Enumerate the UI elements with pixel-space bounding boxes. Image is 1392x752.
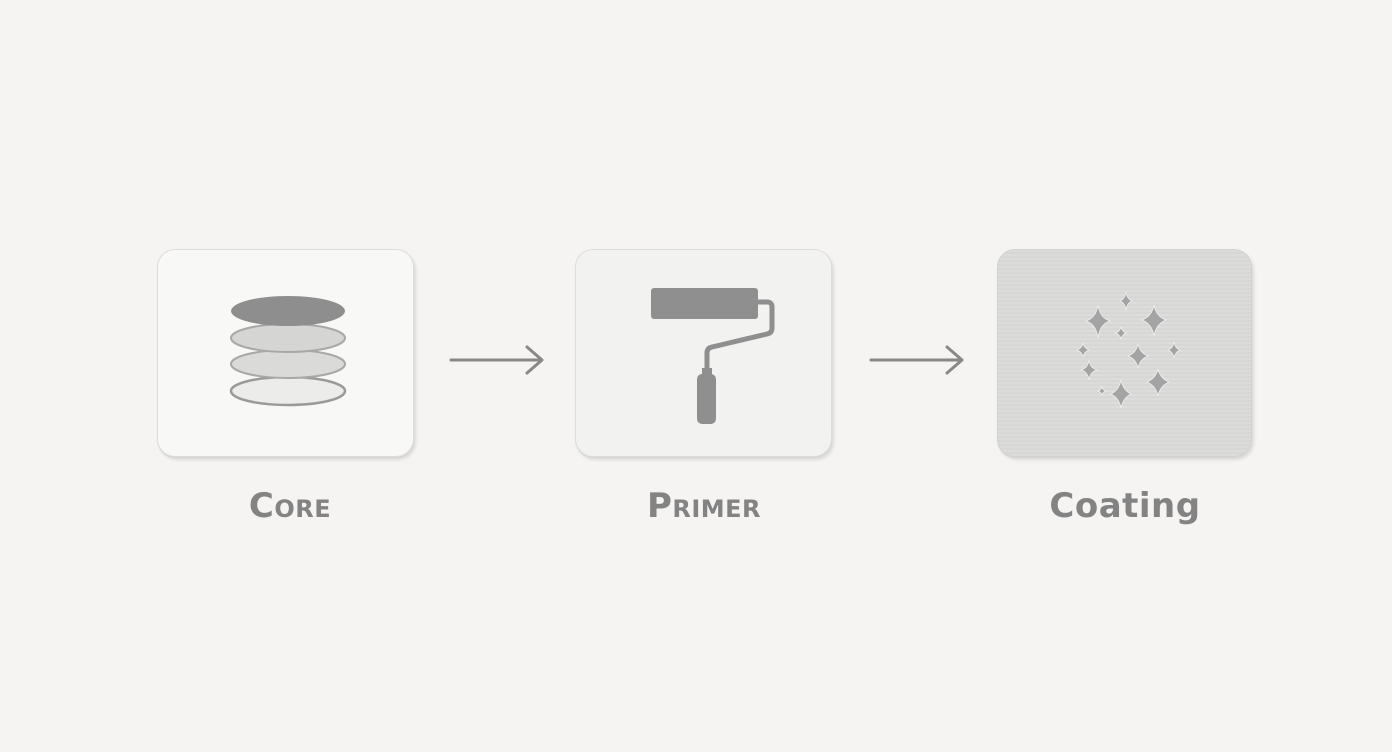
layered-discs-icon xyxy=(229,296,347,407)
core-label: Core xyxy=(248,486,332,526)
primer-label: Primer xyxy=(646,486,762,526)
coating-card xyxy=(997,249,1252,457)
arrow-right-icon xyxy=(869,345,964,375)
coating-label: Coating xyxy=(1049,486,1201,526)
core-card xyxy=(157,249,414,457)
paint-roller-icon xyxy=(651,288,775,424)
arrow-right-icon xyxy=(449,345,544,375)
sparkles-icon xyxy=(1075,291,1182,409)
primer-card xyxy=(575,249,832,457)
